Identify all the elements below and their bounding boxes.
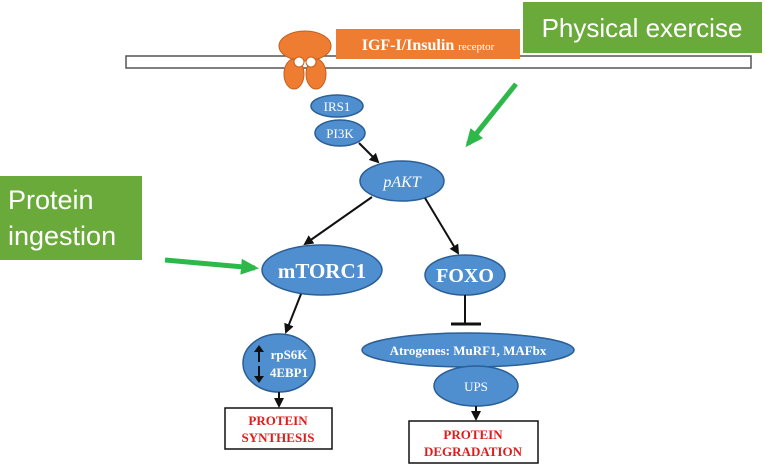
irs1-node: IRS1 xyxy=(310,94,364,118)
atrogenes-label: Atrogenes: MuRF1, MAFbx xyxy=(390,343,547,358)
protein-ingestion-line1: Protein xyxy=(8,185,94,215)
receptor-label-main: IGF-I/Insulin xyxy=(362,37,455,54)
mtorc1-to-rps6k-arrow xyxy=(284,293,302,334)
up-arrow-icon xyxy=(254,345,264,362)
synthesis-line2: SYNTHESIS xyxy=(242,430,315,445)
protein-degradation-box: PROTEIN DEGRADATION xyxy=(408,420,539,464)
mtorc1-node: mTORC1 xyxy=(261,244,383,296)
protein-ingestion-box: Protein ingestion xyxy=(0,176,142,260)
rps6k-node: rpS6K 4EBP1 xyxy=(242,333,316,393)
pakt-to-mtorc1-arrow xyxy=(303,196,373,246)
foxo-node: FOXO xyxy=(424,254,506,296)
rps6k-label: rpS6K xyxy=(271,347,309,362)
receptor-icon xyxy=(278,30,332,90)
pi3k-node: PI3K xyxy=(314,119,366,147)
mtorc1-label: mTORC1 xyxy=(278,259,366,283)
pakt-to-foxo-arrow xyxy=(424,197,460,255)
protein-ingestion-line2: ingestion xyxy=(8,221,116,251)
protein-synthesis-box: PROTEIN SYNTHESIS xyxy=(224,407,333,450)
4ebp1-label: 4EBP1 xyxy=(270,365,308,380)
down-arrow-icon xyxy=(254,366,264,383)
ingestion-arrow xyxy=(164,257,259,275)
pi3k-to-pakt-arrow xyxy=(358,142,380,164)
foxo-inhibition-bar xyxy=(451,295,481,326)
pakt-label: pAKT xyxy=(382,174,421,191)
foxo-label: FOXO xyxy=(436,265,494,287)
ups-node: UPS xyxy=(433,365,519,407)
atrogenes-node: Atrogenes: MuRF1, MAFbx xyxy=(361,332,575,368)
physical-exercise-box: Physical exercise xyxy=(523,2,762,53)
physical-exercise-label: Physical exercise xyxy=(542,13,743,43)
degradation-line1: PROTEIN xyxy=(443,427,503,442)
exercise-arrow xyxy=(465,82,518,148)
ups-label: UPS xyxy=(464,379,488,394)
receptor-label-small: receptor xyxy=(458,41,494,53)
synthesis-line1: PROTEIN xyxy=(248,413,308,428)
degradation-line2: DEGRADATION xyxy=(424,444,523,459)
pakt-node: pAKT xyxy=(359,160,445,202)
pi3k-label: PI3K xyxy=(326,126,354,141)
irs1-label: IRS1 xyxy=(324,99,351,114)
